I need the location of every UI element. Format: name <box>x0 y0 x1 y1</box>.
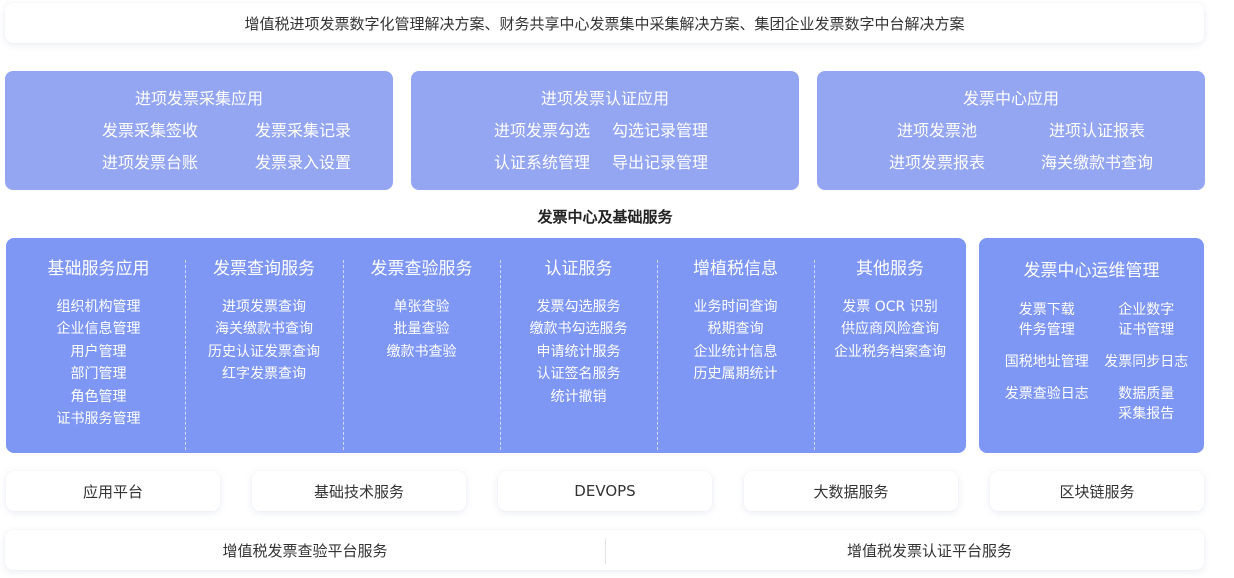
service-item: 历史属期统计 <box>693 366 778 383</box>
service-column-vat-info: 增植税信息 业务时间查询 税期查询 企业统计信息 历史属期统计 <box>657 238 814 453</box>
panel-item: 进项认证报表 <box>1048 121 1145 140</box>
section-title: 发票中心及基础服务 <box>537 208 673 226</box>
service-item: 发票勾选服务 <box>536 299 621 315</box>
platform-card: 应用平台 <box>6 471 220 511</box>
ops-item: 发票同步日志 <box>1104 354 1189 370</box>
panel-title: 发票中心应用 <box>962 89 1059 108</box>
solutions-header: 增值税进项发票数字化管理解决方案、财务共享中心发票集中采集解决方案、集团企业发票… <box>5 3 1204 43</box>
bottom-divider <box>605 538 606 564</box>
bottom-bar: 增值税发票查验平台服务 增值税发票认证平台服务 <box>5 530 1204 570</box>
platform-card: 区块链服务 <box>990 471 1204 511</box>
panel-item: 进项发票台账 <box>101 153 198 172</box>
panel-title: 进项发票采集应用 <box>134 89 263 108</box>
service-item: 供应商风险查询 <box>841 321 939 338</box>
service-item: 认证签名服务 <box>536 366 621 383</box>
platform-card: 大数据服务 <box>744 471 958 511</box>
platform-label: 大数据服务 <box>813 482 889 501</box>
panel-title: 进项发票认证应用 <box>540 89 669 108</box>
ops-item: 企业数字证书管理 <box>1118 302 1175 338</box>
platform-card: DEVOPS <box>498 471 712 511</box>
service-column-other: 其他服务 发票 OCR 识别 供应商风险查询 企业税务档案查询 <box>814 238 966 453</box>
services-panel: 基础服务应用 组织机构管理 企业信息管理 用户管理 部门管理 角色管理 证书服务… <box>6 238 966 453</box>
service-item: 证书服务管理 <box>56 411 141 428</box>
service-item: 组织机构管理 <box>56 299 141 315</box>
service-item: 红字发票查询 <box>222 366 306 383</box>
panel-item: 发票采集记录 <box>254 121 351 140</box>
service-item: 企业信息管理 <box>56 321 141 338</box>
platform-label: 区块链服务 <box>1059 482 1135 501</box>
platform-card: 基础技术服务 <box>252 471 466 511</box>
column-divider <box>343 260 344 450</box>
service-title: 其他服务 <box>856 259 924 279</box>
service-item: 申请统计服务 <box>536 343 621 360</box>
service-item: 部门管理 <box>70 366 127 383</box>
column-divider <box>500 260 501 450</box>
ops-item: 国税地址管理 <box>1004 354 1089 370</box>
bottom-label-certify: 增值税发票认证平台服务 <box>846 541 1012 560</box>
service-column-basic: 基础服务应用 组织机构管理 企业信息管理 用户管理 部门管理 角色管理 证书服务… <box>6 238 191 453</box>
service-title: 发票查验服务 <box>370 259 473 279</box>
platform-label: 应用平台 <box>82 482 143 501</box>
ops-item: 发票下载件务管理 <box>1018 302 1075 338</box>
service-item: 业务时间查询 <box>693 299 778 315</box>
ops-item: 发票查验日志 <box>1004 386 1089 402</box>
service-title: 基础服务应用 <box>47 259 150 279</box>
service-item: 海关缴款书查询 <box>215 321 313 338</box>
panel-item: 进项发票池 <box>896 121 977 140</box>
panel-invoice-certification: 进项发票认证应用 进项发票勾选 勾选记录管理 认证系统管理 导出记录管理 <box>411 71 799 190</box>
service-title: 认证服务 <box>544 259 613 279</box>
service-item: 企业税务档案查询 <box>834 343 946 360</box>
panel-invoice-center: 发票中心应用 进项发票池 进项认证报表 进项发票报表 海关缴款书查询 <box>817 71 1205 190</box>
service-title: 增植税信息 <box>693 259 778 279</box>
panel-item: 导出记录管理 <box>611 153 708 172</box>
service-item: 进项发票查询 <box>222 299 306 315</box>
service-item: 缴款书勾选服务 <box>529 321 628 338</box>
service-item: 历史认证发票查询 <box>208 343 320 360</box>
service-column-query: 发票查询服务 进项发票查询 海关缴款书查询 历史认证发票查询 红字发票查询 <box>185 238 343 453</box>
service-item: 统计撤销 <box>550 388 607 405</box>
service-title: 发票查询服务 <box>213 259 315 279</box>
solutions-header-text: 增值税进项发票数字化管理解决方案、财务共享中心发票集中采集解决方案、集团企业发票… <box>244 14 965 33</box>
column-divider <box>814 260 815 450</box>
service-item: 单张查验 <box>393 299 450 315</box>
panel-item: 勾选记录管理 <box>611 121 708 140</box>
panel-item: 发票采集签收 <box>101 121 198 140</box>
panel-item: 认证系统管理 <box>493 153 590 172</box>
ops-panel: 发票中心运维管理 发票下载件务管理 企业数字证书管理 国税地址管理 发票同步日志… <box>979 238 1204 453</box>
panel-item: 发票录入设置 <box>254 153 351 172</box>
service-item: 角色管理 <box>70 388 127 405</box>
panel-item: 进项发票报表 <box>888 153 985 172</box>
service-column-certification: 认证服务 发票勾选服务 缴款书勾选服务 申请统计服务 认证签名服务 统计撤销 <box>500 238 657 453</box>
bottom-label-verify: 增值税发票查验平台服务 <box>222 541 388 560</box>
platform-label: DEVOPS <box>574 482 636 500</box>
service-column-verify: 发票查验服务 单张查验 批量查验 缴款书查验 <box>343 238 500 453</box>
service-item: 企业统计信息 <box>693 343 778 360</box>
column-divider <box>185 260 186 450</box>
service-item: 税期查询 <box>707 321 764 338</box>
service-item: 缴款书查验 <box>386 343 457 360</box>
panel-invoice-collection: 进项发票采集应用 发票采集签收 发票采集记录 进项发票台账 发票录入设置 <box>5 71 393 190</box>
service-item: 用户管理 <box>70 343 127 360</box>
ops-item: 数据质量采集报告 <box>1118 386 1175 422</box>
platform-label: 基础技术服务 <box>313 482 404 501</box>
column-divider <box>657 260 658 450</box>
service-item: 发票 OCR 识别 <box>842 299 938 315</box>
ops-title: 发票中心运维管理 <box>1023 261 1160 281</box>
panel-item: 海关缴款书查询 <box>1040 153 1153 172</box>
panel-item: 进项发票勾选 <box>493 121 590 140</box>
service-item: 批量查验 <box>393 321 450 338</box>
